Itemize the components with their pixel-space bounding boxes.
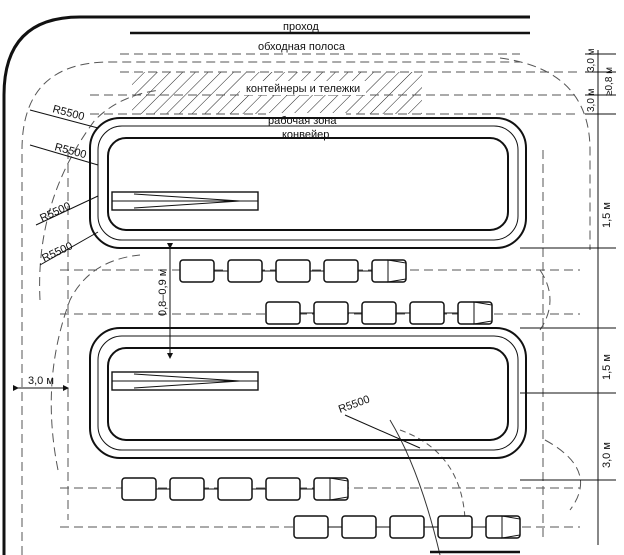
turning-path-left-mid (39, 89, 161, 301)
train-2 (265, 301, 493, 325)
lower-conveyor-mid (97, 335, 519, 451)
bypass-lane-label: обходная полоса (258, 41, 346, 53)
passage-label: проход (283, 21, 319, 33)
dim-right-3-bottom: 3,0 м (601, 442, 613, 468)
dim-top-ge08: ≥0,8 м (604, 67, 615, 96)
train-3 (121, 477, 349, 501)
upper-conveyor-mid (97, 125, 519, 241)
upper-conveyor-outer (89, 117, 527, 249)
upper-conveyor-inner (107, 137, 509, 231)
containers-label: контейнеры и тележки (246, 83, 360, 95)
conveyor-label: конвейер (282, 129, 329, 141)
turning-path-left-outer (21, 61, 520, 555)
lower-conveyor-inner (107, 347, 509, 441)
radius-label-3: R5500 (38, 200, 72, 225)
dim-mid-3m: 3,0 м (586, 88, 597, 112)
dim-right-15-lower: 1,5 м (601, 354, 613, 380)
radius-label-4: R5500 (40, 240, 74, 265)
dim-gap-08-09: 0,8–0,9 м (157, 269, 169, 316)
turning-arc-bottom-solid (389, 419, 441, 555)
building-wall (2, 15, 530, 555)
train-1 (179, 259, 407, 283)
dim-right-15-upper: 1,5 м (601, 202, 613, 228)
turning-path-right-top (499, 57, 591, 250)
dim-top-3m: 3,0 м (586, 48, 597, 72)
dim-left-3m: 3,0 м (28, 375, 54, 387)
turning-path-right-bottom (544, 439, 581, 511)
work-zone-label: рабочая зона (268, 115, 337, 127)
turning-path-left-inner (50, 254, 141, 471)
radius-label-5: R5500 (337, 393, 372, 415)
turning-path-right-mid (539, 269, 551, 331)
train-4 (293, 515, 521, 539)
